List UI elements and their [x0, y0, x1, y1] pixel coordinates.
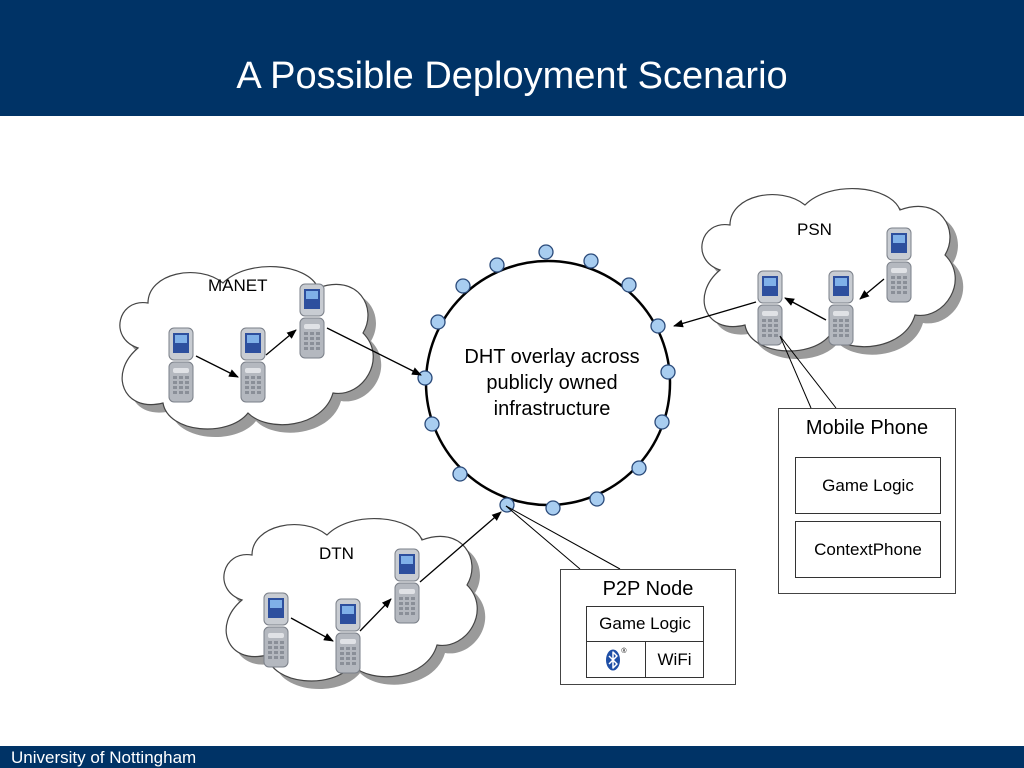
- p2p-node-box: P2P Node Game Logic ® WiFi: [560, 569, 736, 685]
- p2p-bluetooth-cell: ®: [586, 641, 646, 678]
- psn-phone-2: [828, 270, 854, 346]
- dht-node-6: [654, 414, 670, 430]
- bluetooth-icon: [606, 649, 621, 670]
- dht-node-1: [538, 244, 554, 260]
- dht-node-3: [621, 277, 637, 293]
- arrows: [195, 278, 885, 642]
- dht-node-7: [631, 460, 647, 476]
- psn-phone-3: [886, 227, 912, 303]
- dtn-label: DTN: [319, 544, 354, 563]
- mobile-game-logic-cell: Game Logic: [795, 457, 941, 514]
- dht-node-4: [650, 318, 666, 334]
- dht-node-8: [589, 491, 605, 507]
- dht-label-line-3: infrastructure: [493, 398, 611, 420]
- p2p-node-title: P2P Node: [602, 578, 694, 600]
- manet-label: MANET: [208, 276, 268, 295]
- dht-node-5: [660, 364, 676, 380]
- dht-node-10: [499, 497, 515, 513]
- dht-node-2: [583, 253, 599, 269]
- footer-text: University of Nottingham: [11, 748, 197, 767]
- psn-label: PSN: [797, 220, 832, 239]
- dht-label: DHT overlay across publicly owned infras…: [440, 344, 664, 422]
- dtn-phone-2: [335, 598, 361, 674]
- mobile-phone-title: Mobile Phone: [805, 417, 929, 439]
- dht-label-line-1: DHT overlay across: [464, 346, 640, 368]
- dht-node-9: [545, 500, 561, 516]
- dht-node-13: [417, 370, 433, 386]
- p2p-game-logic-cell: Game Logic: [586, 606, 704, 642]
- title-bar: [0, 0, 1024, 116]
- dht-label-line-2: publicly owned: [486, 372, 618, 394]
- mobile-phone-box: Mobile Phone Game Logic ContextPhone: [778, 408, 956, 594]
- manet-phone-3: [299, 283, 325, 359]
- footer-bar: University of Nottingham: [0, 746, 1024, 768]
- dht-node-14: [430, 314, 446, 330]
- psn-phone-1: [757, 270, 783, 346]
- slide-title: A Possible Deployment Scenario: [236, 55, 788, 97]
- callout-lines: [505, 335, 837, 570]
- p2p-wifi-cell: WiFi: [645, 641, 704, 678]
- dtn-phone-3: [394, 548, 420, 624]
- dht-node-15: [455, 278, 471, 294]
- dht-node-12: [424, 416, 440, 432]
- dht-node-16: [489, 257, 505, 273]
- dht-node-11: [452, 466, 468, 482]
- dtn-phone-1: [263, 592, 289, 668]
- manet-phone-2: [240, 327, 266, 403]
- manet-phone-1: [168, 327, 194, 403]
- mobile-contextphone-cell: ContextPhone: [795, 521, 941, 578]
